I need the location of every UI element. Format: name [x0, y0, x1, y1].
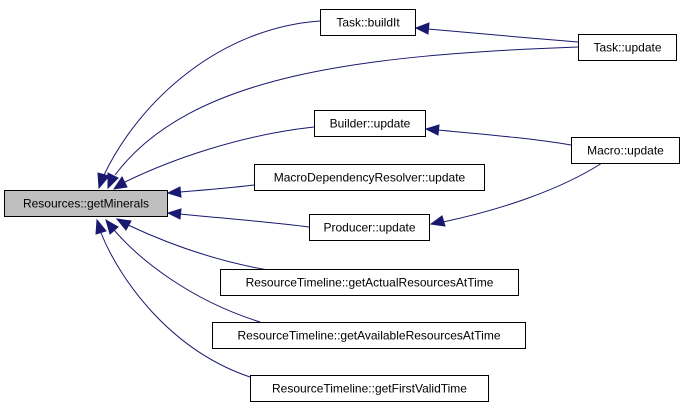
node-label-producer-update: Producer::update	[323, 221, 415, 235]
node-producer-update[interactable]: Producer::update	[309, 214, 430, 241]
arrow-task-update-to-task-buildit	[414, 22, 430, 35]
arrow-producer-update-to-get-minerals	[166, 208, 182, 220]
arrow-task-buildit-to-get-minerals	[97, 172, 110, 190]
arrow-task-update-to-get-minerals	[107, 172, 119, 190]
edge-task-buildit-to-get-minerals	[103, 20, 321, 176]
node-macro-dependency-resolver-update[interactable]: MacroDependencyResolver::update	[254, 164, 485, 191]
edge-producer-update-to-get-minerals	[179, 213, 310, 228]
arrow-rt-available-to-get-minerals	[105, 218, 119, 235]
node-label-rt-get-first-valid-time: ResourceTimeline::getFirstValidTime	[272, 382, 467, 396]
node-builder-update[interactable]: Builder::update	[314, 110, 426, 137]
node-label-rt-get-actual-resources-at-time: ResourceTimeline::getActualResourcesAtTi…	[246, 276, 494, 290]
node-label-rt-get-available-resources-at-time: ResourceTimeline::getAvailableResourcesA…	[237, 329, 500, 343]
edge-rt-actual-to-get-minerals	[127, 224, 269, 271]
edge-mdr-update-to-get-minerals	[179, 184, 255, 193]
arrow-rt-actual-to-get-minerals	[115, 218, 132, 231]
arrow-macro-update-to-producer-update	[429, 215, 446, 227]
node-label-task-update: Task::update	[593, 41, 661, 55]
node-resources-get-minerals[interactable]: Resources::getMinerals	[4, 190, 168, 217]
node-rt-get-available-resources-at-time[interactable]: ResourceTimeline::getAvailableResourcesA…	[212, 322, 526, 349]
edge-macro-update-to-producer-update	[442, 162, 603, 223]
node-rt-get-actual-resources-at-time[interactable]: ResourceTimeline::getActualResourcesAtTi…	[220, 269, 519, 296]
arrow-macro-update-to-builder-update	[424, 124, 440, 136]
arrow-mdr-update-to-get-minerals	[166, 186, 182, 198]
edge-macro-update-to-builder-update	[437, 129, 572, 146]
node-task-buildit[interactable]: Task::buildIt	[320, 9, 416, 36]
node-label-macro-dependency-resolver-update: MacroDependencyResolver::update	[274, 171, 466, 185]
edge-task-update-to-task-buildit	[427, 28, 579, 43]
arrow-rt-firstvalid-to-get-minerals	[95, 218, 107, 235]
node-label-macro-update: Macro::update	[587, 144, 664, 158]
node-task-update[interactable]: Task::update	[578, 34, 677, 61]
edge-rt-available-to-get-minerals	[113, 229, 261, 323]
node-rt-get-first-valid-time[interactable]: ResourceTimeline::getFirstValidTime	[250, 375, 489, 402]
arrow-builder-update-to-get-minerals	[112, 176, 128, 190]
edge-task-update-to-get-minerals	[114, 46, 579, 176]
edge-builder-update-to-get-minerals	[124, 126, 315, 183]
node-label-builder-update: Builder::update	[330, 117, 411, 131]
node-macro-update[interactable]: Macro::update	[571, 137, 680, 164]
call-edges	[95, 20, 603, 378]
edge-rt-firstvalid-to-get-minerals	[100, 232, 251, 378]
node-label-resources-get-minerals: Resources::getMinerals	[23, 197, 149, 211]
call-nodes: Resources::getMinerals Task::buildIt Tas…	[4, 9, 680, 402]
node-label-task-buildit: Task::buildIt	[336, 16, 400, 30]
